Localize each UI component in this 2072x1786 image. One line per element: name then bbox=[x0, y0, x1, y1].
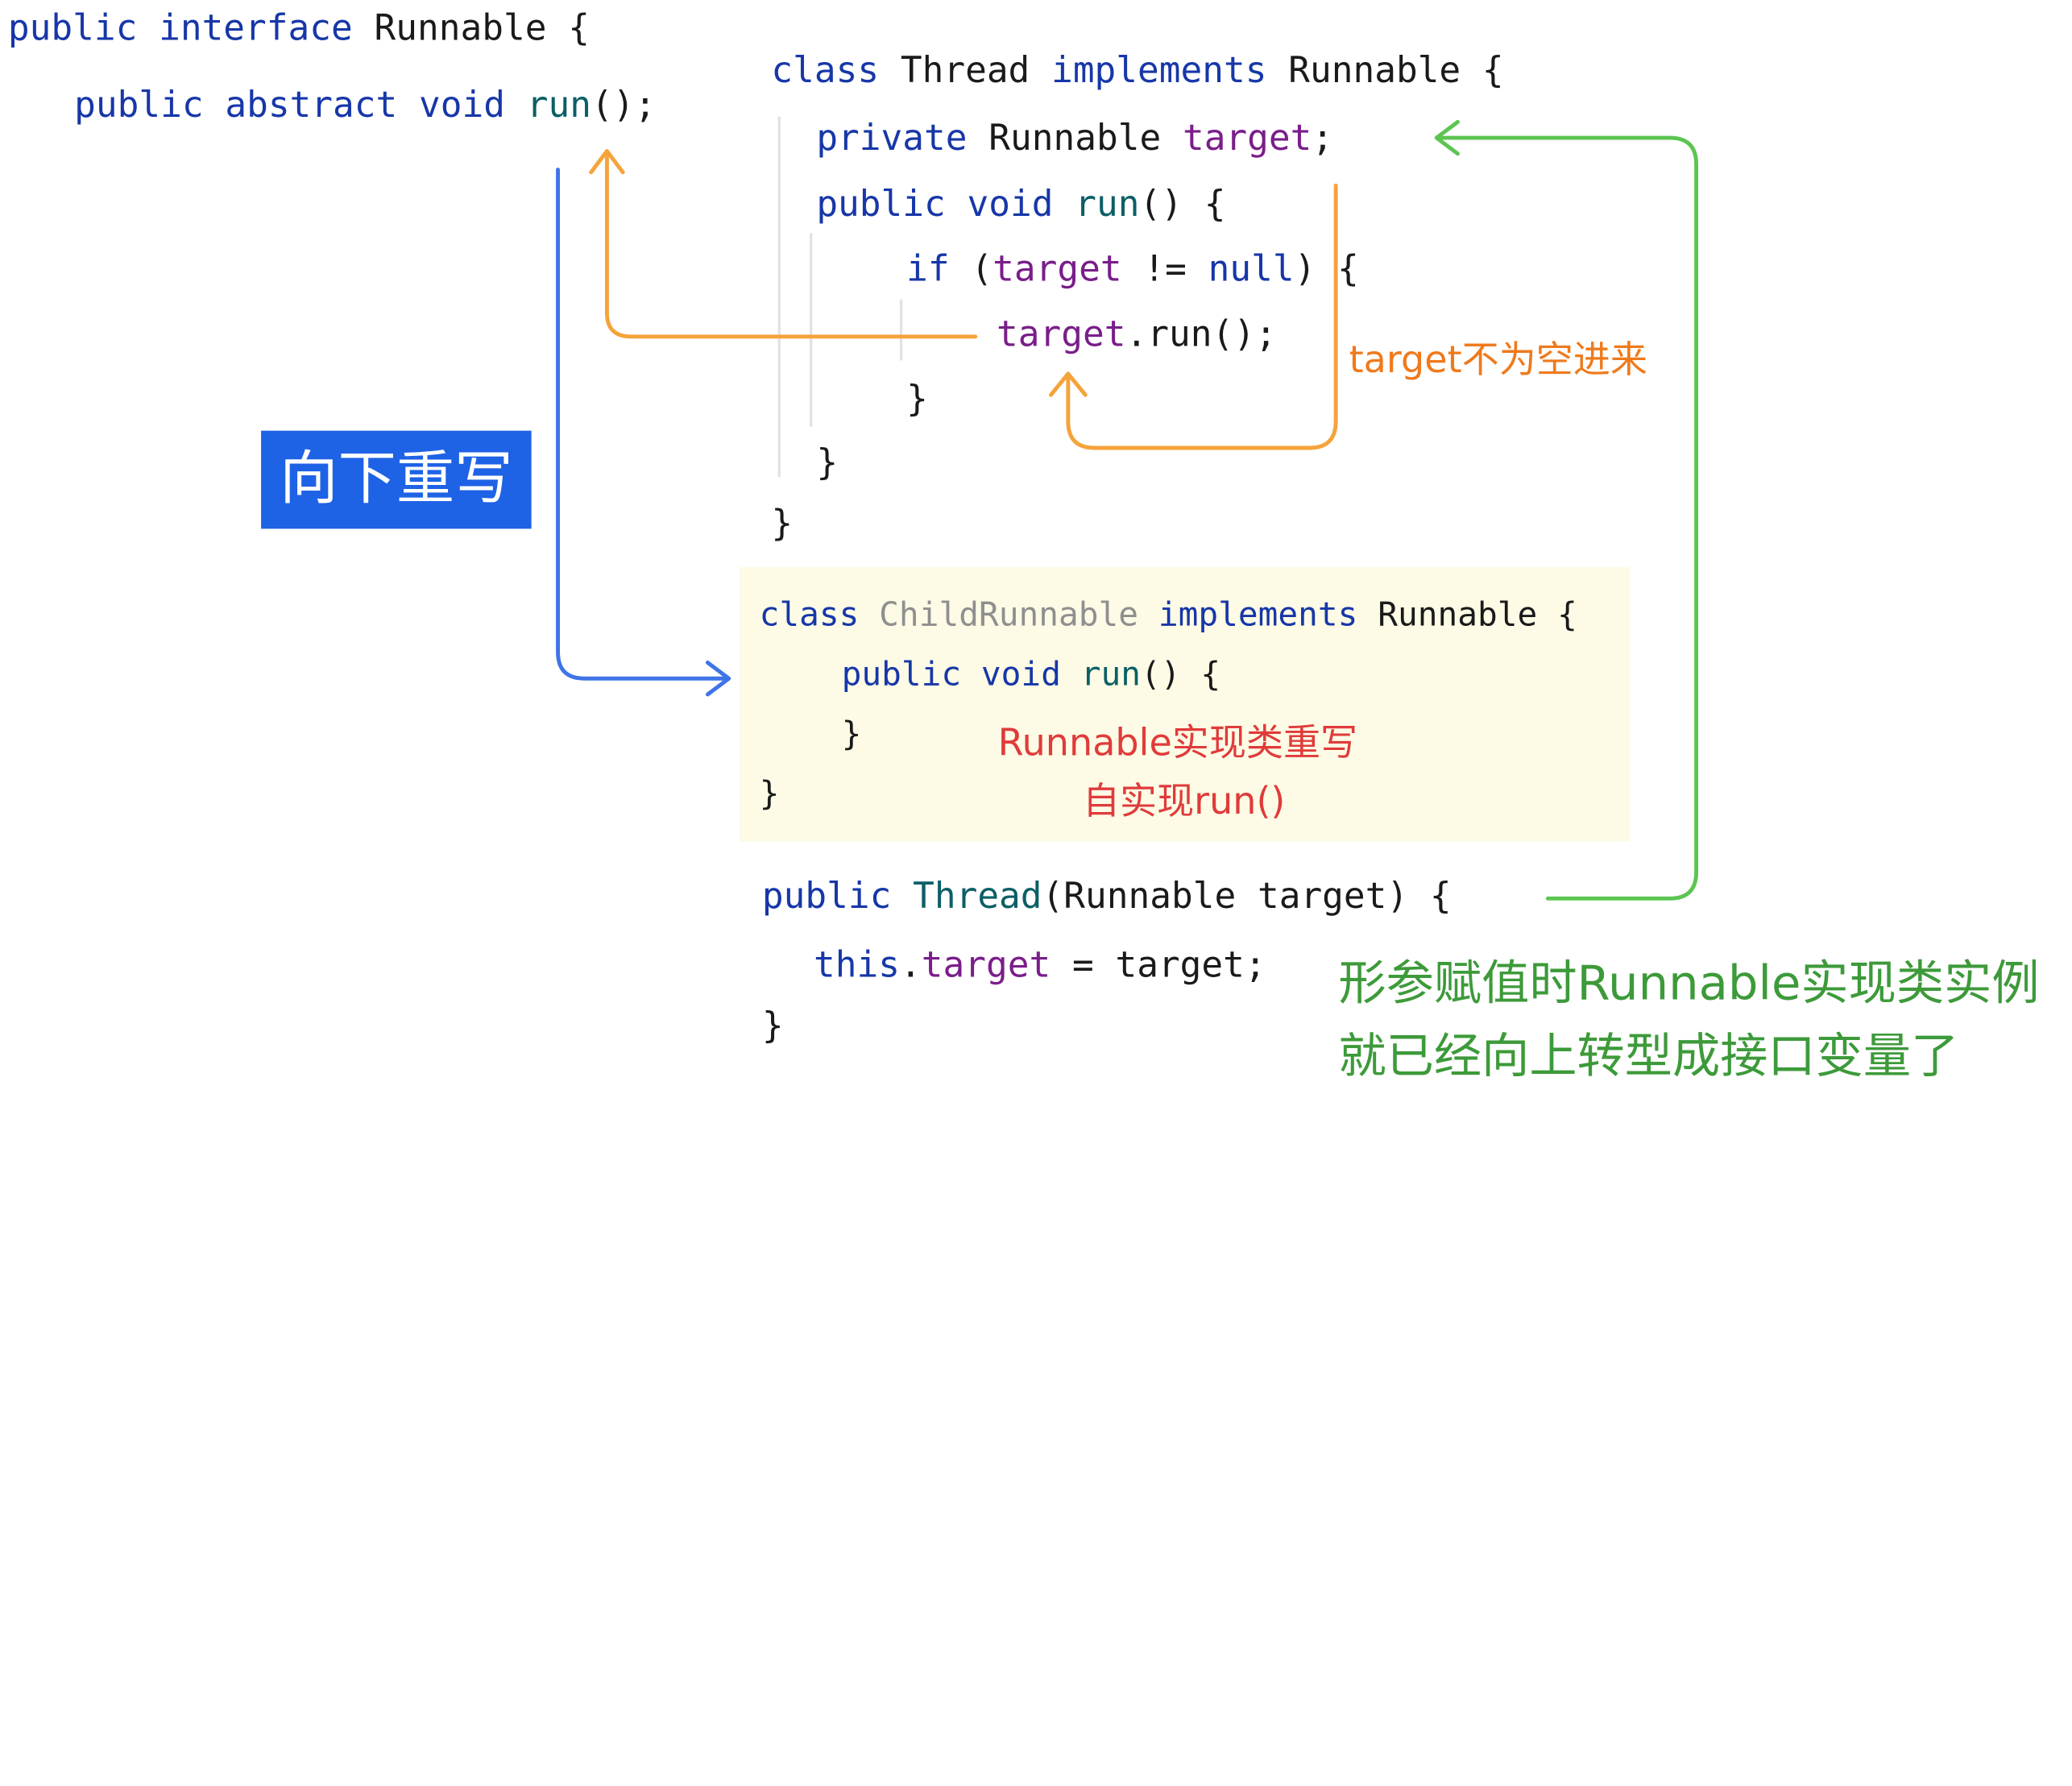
indent-guides bbox=[777, 116, 903, 478]
class-name-childrunnable: ChildRunnable bbox=[879, 595, 1139, 634]
keyword-interface: interface bbox=[159, 7, 353, 49]
impl-override-note-line2: 自实现run() bbox=[1082, 779, 1286, 823]
this-target-assignment: this.target = target; bbox=[814, 945, 1266, 988]
keyword-private: private bbox=[816, 118, 968, 160]
if-close-brace: } bbox=[906, 379, 928, 421]
field-target: target bbox=[997, 313, 1126, 355]
keyword-abstract: abstract bbox=[225, 85, 398, 126]
child-runnable-highlight bbox=[739, 567, 1631, 842]
orange-arrowhead-run-call bbox=[1049, 371, 1088, 397]
method-tail: (); bbox=[591, 85, 657, 126]
keyword-if: if bbox=[906, 249, 950, 291]
upcast-note-line1: 形参赋值时Runnable实现类实例 bbox=[1338, 956, 2040, 1012]
run-close-brace: } bbox=[816, 442, 839, 484]
method-run: run bbox=[1080, 654, 1142, 694]
interface-name: Runnable bbox=[374, 7, 547, 49]
blue-arrowhead-child bbox=[705, 661, 731, 697]
child-class-close-brace: } bbox=[759, 773, 780, 813]
open-paren: ( bbox=[971, 249, 993, 291]
keyword-public: public bbox=[816, 184, 946, 226]
orange-arrow-null-check-loop bbox=[1066, 183, 1338, 450]
method-run: run bbox=[526, 85, 592, 126]
abstract-run-declaration: public abstract void run(); bbox=[74, 85, 656, 127]
method-tail: () { bbox=[1141, 654, 1221, 694]
constructor-close-brace: } bbox=[761, 1005, 784, 1047]
keyword-void: void bbox=[980, 654, 1061, 694]
target-not-null-note: target不为空进来 bbox=[1349, 338, 1647, 382]
keyword-public: public bbox=[7, 7, 138, 49]
field-target: target bbox=[921, 944, 1051, 986]
method-run: run bbox=[1075, 184, 1140, 226]
field-target: target bbox=[992, 249, 1122, 291]
run-call: .run(); bbox=[1125, 313, 1277, 355]
child-run-method-line: public void run() { bbox=[842, 653, 1221, 696]
dot: . bbox=[900, 944, 922, 986]
keyword-public: public bbox=[761, 876, 892, 918]
keyword-class: class bbox=[771, 50, 880, 92]
green-arrow-assign-target bbox=[1437, 135, 1699, 901]
child-run-close-brace: } bbox=[841, 714, 862, 753]
target-run-call-line: target.run(); bbox=[997, 314, 1277, 357]
open-brace: { bbox=[1481, 50, 1504, 92]
interface-declaration-line: public interface Runnable { bbox=[8, 8, 590, 51]
child-runnable-declaration: class ChildRunnable implements Runnable … bbox=[760, 594, 1577, 636]
thread-run-method-line: public void run() { bbox=[816, 184, 1225, 227]
orange-arrow-to-interface-run bbox=[604, 151, 978, 339]
target-field-declaration: private Runnable target; bbox=[816, 118, 1333, 160]
assignment-tail: = target; bbox=[1051, 944, 1266, 986]
interface-name: Runnable bbox=[1288, 50, 1461, 92]
method-tail: () { bbox=[1139, 184, 1226, 226]
thread-class-declaration: class Thread implements Runnable { bbox=[771, 51, 1503, 93]
green-arrowhead-target-field bbox=[1434, 119, 1460, 156]
keyword-public: public bbox=[74, 85, 204, 126]
orange-arrowhead-interface bbox=[589, 149, 625, 175]
thread-constructor-line: public Thread(Runnable target) { bbox=[762, 876, 1452, 918]
keyword-class: class bbox=[759, 595, 860, 634]
condition-tail: ) { bbox=[1294, 249, 1359, 291]
override-down-badge: 向下重写 bbox=[261, 430, 532, 529]
class-name-thread: Thread bbox=[900, 50, 1030, 92]
keyword-implements: implements bbox=[1051, 50, 1267, 92]
type-runnable: Runnable bbox=[988, 118, 1162, 160]
keyword-this: this bbox=[814, 944, 901, 986]
keyword-void: void bbox=[967, 184, 1054, 226]
upcast-note-line2: 就已经向上转型成接口变量了 bbox=[1338, 1030, 1959, 1084]
keyword-implements: implements bbox=[1158, 595, 1358, 634]
interface-name: Runnable bbox=[1378, 595, 1538, 634]
keyword-void: void bbox=[419, 85, 506, 126]
constructor-name-thread: Thread bbox=[913, 876, 1042, 918]
constructor-params: (Runnable target) { bbox=[1042, 876, 1452, 918]
keyword-null: null bbox=[1208, 249, 1295, 291]
arrow-layer bbox=[556, 116, 1699, 901]
if-target-not-null-line: if (target != null) { bbox=[906, 249, 1359, 292]
field-target: target bbox=[1182, 118, 1312, 160]
open-brace: { bbox=[1557, 595, 1577, 634]
open-brace: { bbox=[568, 7, 590, 49]
blue-arrow-override-down bbox=[556, 168, 728, 681]
semicolon: ; bbox=[1312, 118, 1334, 160]
thread-close-brace: } bbox=[771, 503, 794, 545]
keyword-public: public bbox=[841, 654, 962, 694]
impl-override-note-line1: Runnable实现类重写 bbox=[997, 720, 1358, 765]
not-equal-operator: != bbox=[1143, 249, 1187, 291]
